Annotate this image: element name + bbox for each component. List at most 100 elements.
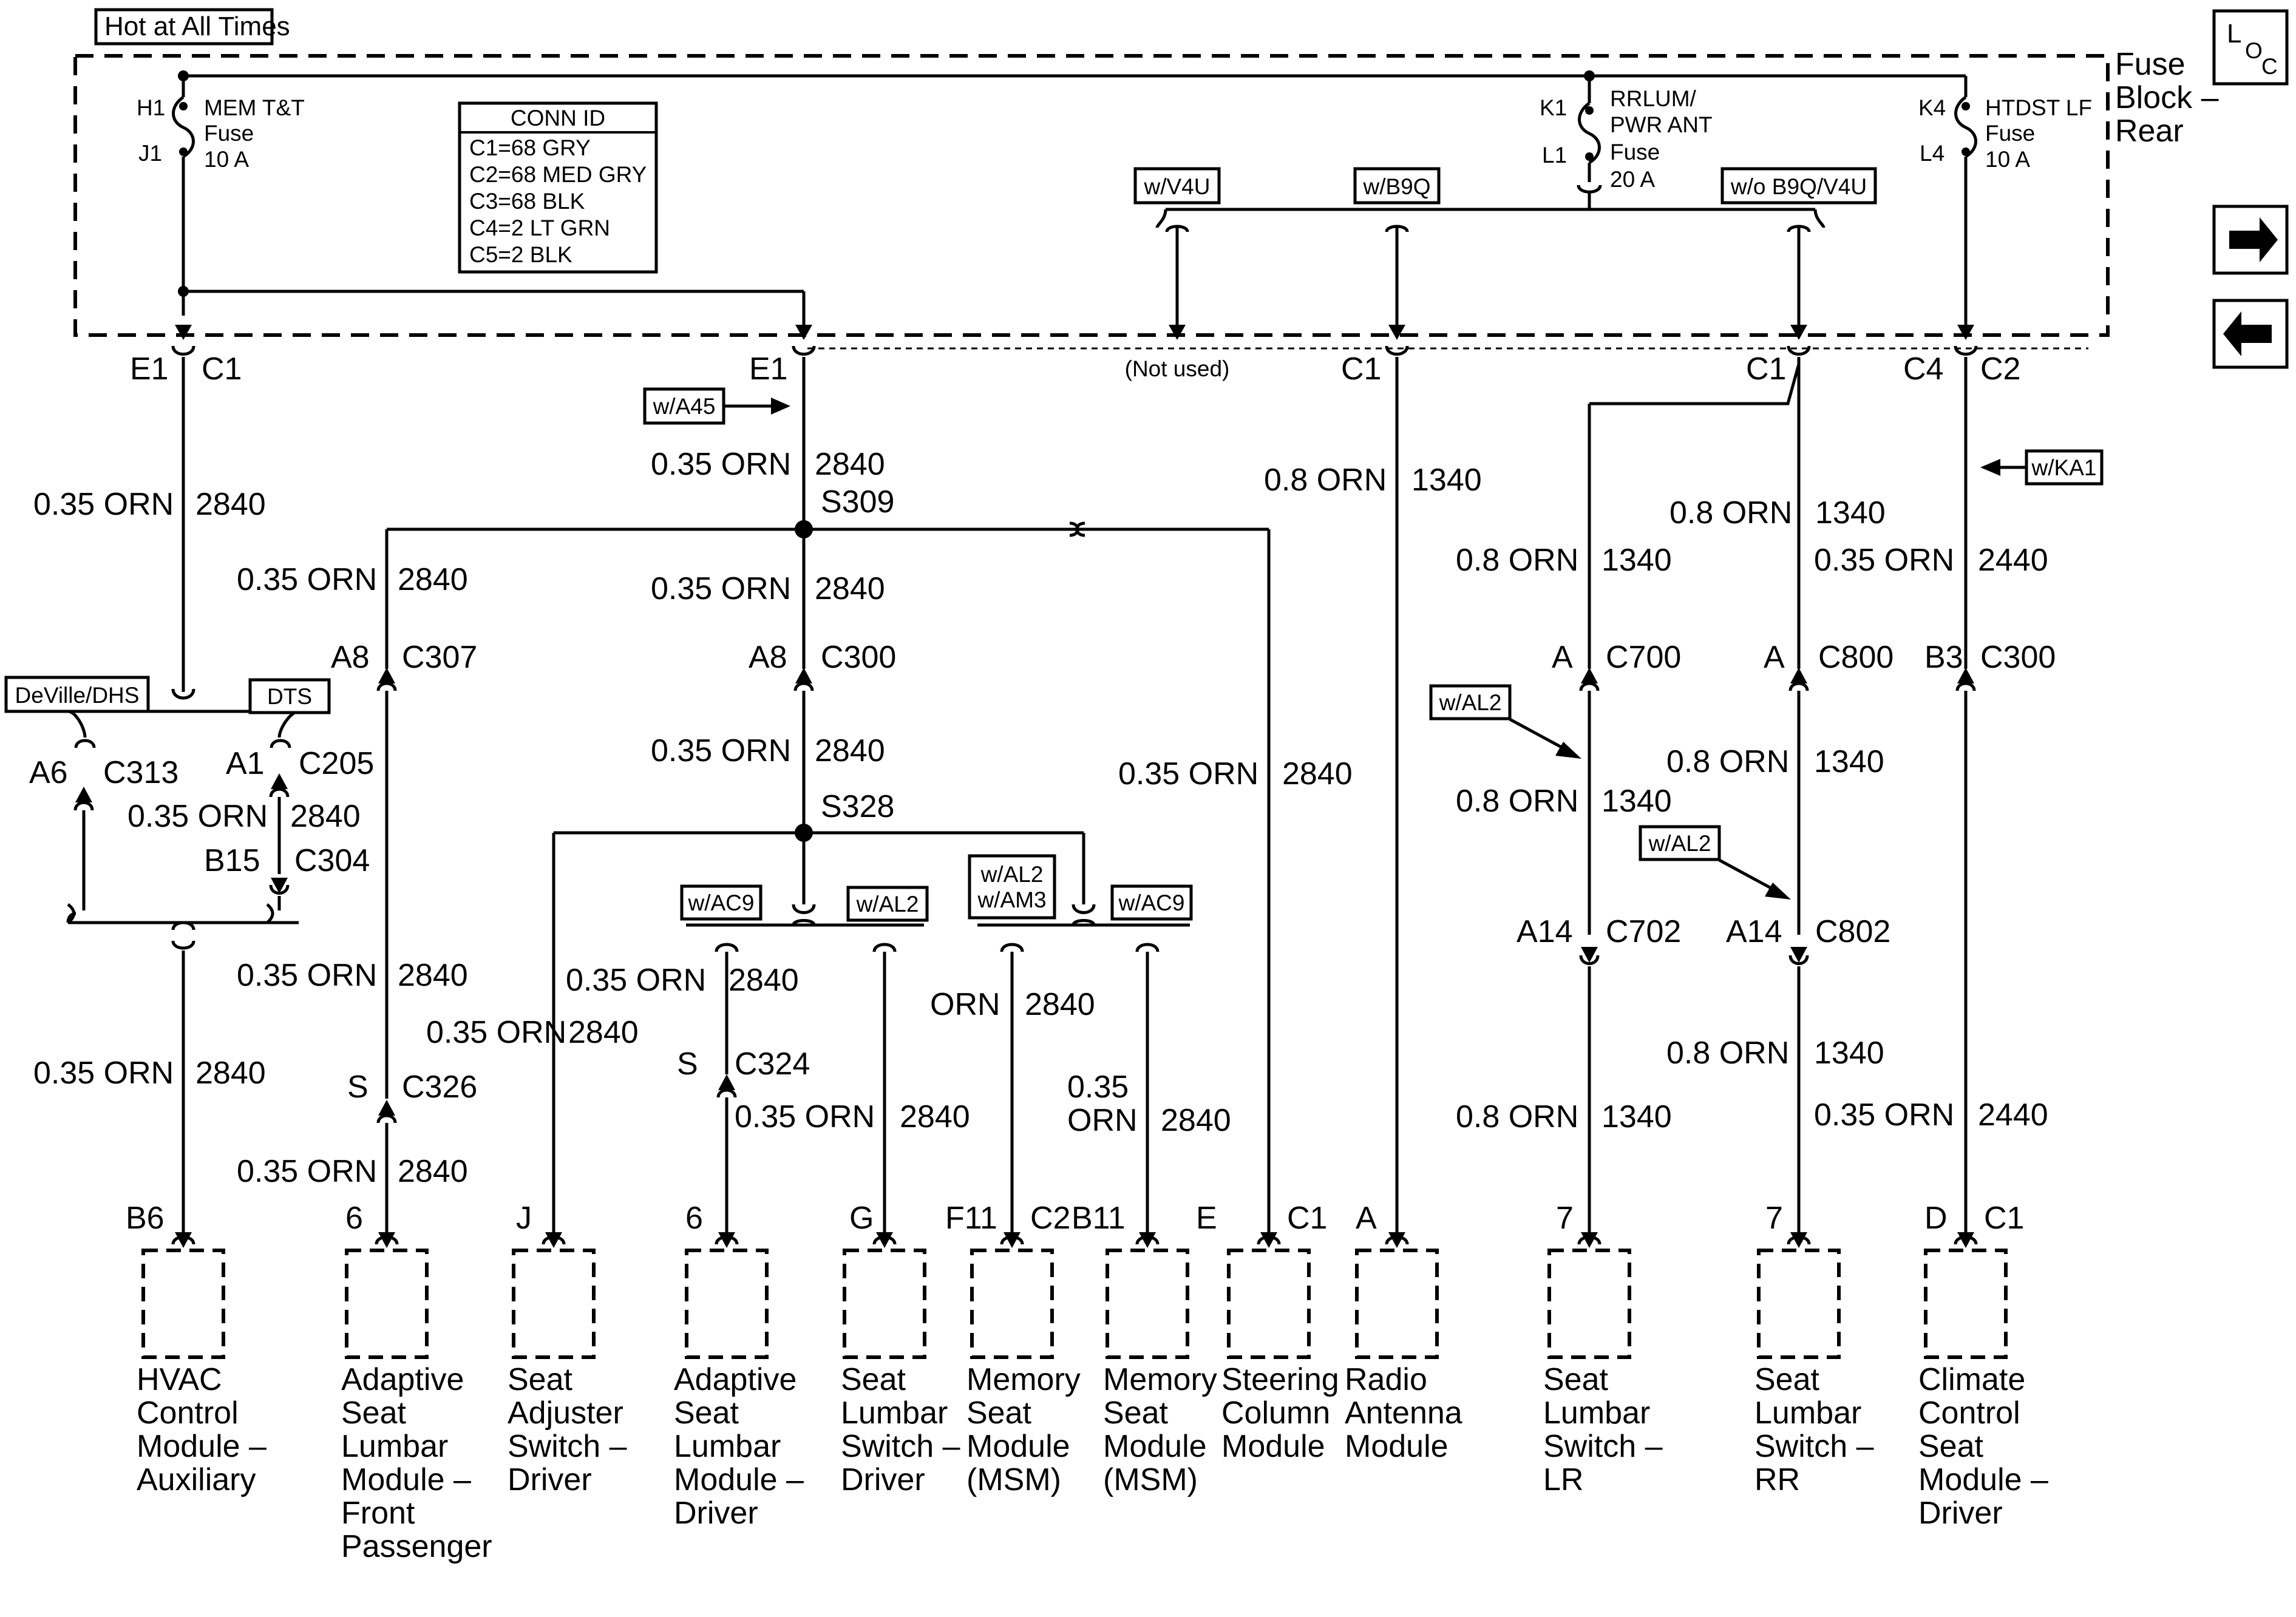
component-label: Switch – [1543,1429,1663,1464]
wire-size: ORN [1067,1103,1138,1138]
component-box [141,1249,225,1359]
connector-c304 [269,884,290,895]
connector-c1-radio [1385,345,1409,356]
pin-c324: C324 [735,1046,810,1082]
component-label: Memory [1103,1362,1217,1397]
wire-size: 0.35 [1067,1070,1129,1105]
component-pin: G [849,1201,874,1236]
pin-a6: A6 [29,755,68,790]
htdst-lf-fuse [1954,76,1977,334]
option-ka1-label: w/KA1 [2031,455,2097,480]
next-page-arrow-icon[interactable] [2212,205,2289,275]
conn-id-row: C1=68 GRY [469,135,591,160]
option-al2-lr-box [1429,684,1512,720]
wire-size: 0.35 ORN [237,562,377,597]
wire-size: 0.35 ORN [127,799,268,834]
option-ac9-right-label: w/AC9 [1118,890,1185,915]
wire-size: 0.35 ORN [651,571,791,606]
prev-page-arrow-icon[interactable] [2212,299,2289,369]
mem-fuse-label: Fuse [204,121,254,146]
option-al2-rr-label: w/AL2 [1648,831,1711,856]
mem-fuse-label: MEM T&T [204,95,305,120]
pin-c313: C313 [103,755,178,790]
component-label: Module – [674,1462,804,1497]
wire-circuit: 2840 [290,799,361,834]
option-al2-mid-box [846,886,929,922]
wire-size: 0.35 ORN [237,1154,377,1189]
option-dts-label: DTS [267,684,312,709]
component-box [843,1249,926,1359]
pin-c2: C2 [1980,351,2020,387]
wire-circuit: 2840 [398,958,468,993]
option-wo-b9q-label: w/o B9Q/V4U [1730,174,1867,199]
option-al2-am3-box [968,854,1056,920]
pin-c802: C802 [1815,914,1890,949]
component-label: Antenna [1345,1395,1462,1431]
component-label: Switch – [508,1429,627,1464]
component-label: Adaptive [341,1362,464,1397]
connector-c802 [1788,955,1809,965]
connector-c702 [1579,955,1600,965]
component-pin: F11 [945,1201,997,1236]
component-box [1757,1249,1841,1359]
wire-circuit: 1340 [1815,495,1886,531]
connector-e1-mid [792,345,816,356]
wire-size: 0.35 ORN [651,447,791,482]
pin-c800: C800 [1818,640,1894,675]
pin-c1-radio: C1 [1341,351,1381,387]
component-label: Driver [1918,1496,2003,1531]
component-label: Module – [341,1462,471,1497]
rrlum-fuse-label: RRLUM/ [1610,86,1697,111]
component-label: Seat [674,1395,739,1431]
wire-size: 0.8 ORN [1669,495,1792,531]
rrlum-pwr-ant-fuse [1166,76,1815,211]
component-label: Seat [1918,1429,1984,1464]
wire-circuit: 2440 [1978,1097,2048,1133]
pin-e1-mid: E1 [749,351,788,387]
pin-s-c326: S [347,1070,369,1105]
component-box [1924,1249,2008,1359]
wire-circuit: 1340 [1814,1036,1884,1071]
component-label: Switch – [1754,1429,1874,1464]
option-ac9-left-label: w/AC9 [688,890,755,915]
pin-c300-right: C300 [1980,640,2056,675]
option-a45-box [643,387,725,425]
option-al2-am3-label-1: w/AL2 [980,862,1044,887]
pin-a1: A1 [226,746,265,781]
component-label: Module [966,1429,1070,1464]
component-label: Lumbar [841,1395,948,1431]
option-dts-box [248,678,331,714]
component-pin: A [1356,1201,1377,1236]
wire-size: 0.35 ORN [735,1099,875,1134]
component-label: Memory [966,1362,1081,1397]
fuse-block-label-3: Rear [2115,114,2184,149]
component-label: Driver [841,1462,925,1497]
loc-icon-o: O [2245,38,2263,63]
component-box [1355,1249,1439,1359]
pin-c300-mid: C300 [821,640,896,675]
option-deville-label: DeVille/DHS [15,683,140,708]
component-label: Climate [1918,1362,2025,1397]
component-label: Seat [841,1362,906,1397]
fuse-block-rear-outline [73,54,2110,337]
wire-circuit: 2840 [900,1099,970,1134]
component-connector: C1 [1984,1201,2024,1236]
component-label: Module – [1918,1462,2048,1497]
htdst-fuse-label: HTDST LF [1985,95,2092,120]
htdst-fuse-label: Fuse [1985,121,2035,146]
loc-icon[interactable]: L O C [2212,9,2289,86]
fuse-block-arrows [175,325,1974,340]
component-label: Driver [674,1496,758,1531]
htdst-fuse-top-pin: K4 [1918,95,1946,120]
component-label: Seat [1103,1395,1169,1431]
conn-id-row: C2=68 MED GRY [469,162,647,187]
component-box [970,1249,1054,1359]
htdst-fuse-bottom-pin: L4 [1920,141,1944,166]
pin-c326: C326 [402,1070,477,1105]
connector-c800 [1788,682,1809,691]
